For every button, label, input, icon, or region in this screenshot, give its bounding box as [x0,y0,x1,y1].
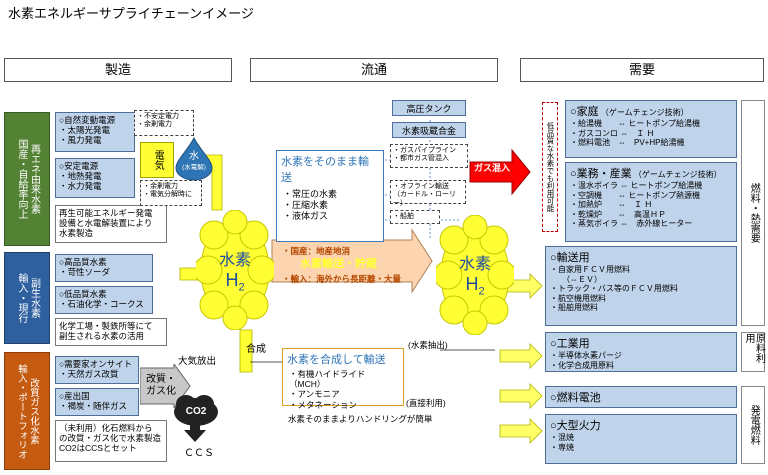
handling-note: 水素そのままよりハンドリングが簡単 [288,414,433,424]
storage-highlight: 水素輸送・貯蔵 [300,258,377,270]
electricity-label: 電気 [152,150,164,170]
industry-items: ・半導体水素パージ ・化学合成用原料 [550,351,622,370]
header-demand: 需要 [520,58,764,82]
byproduct-note: 化学工場・製鉄所等にて 副生される水素の活用 [55,318,167,346]
direct-transport-items: ・常圧の水素 ・圧縮水素 ・液体ガス [283,189,338,221]
side-fuel-heat-text: 燃料・熱需要 [748,183,760,243]
gas-mix-label: ガス混入 [474,163,511,173]
electrolysis-label: (水電解) [182,164,206,171]
demand-industry-box: ○工業用 ・半導体水素パージ ・化学合成用原料 [545,332,737,372]
thermal-title: ○大型火力 [550,420,601,432]
hydrogen-left: 水素 H2 [202,246,268,294]
side-raw-text: 原料利用 [743,333,765,363]
hydrogen-left-sub: 2 [238,281,245,294]
distribution-arrow [271,228,433,294]
fossil-onsite-box: ○需要家オンサイト ・天然ガス改質 [55,356,139,384]
domestic-label: ・国産：地産地消 [282,246,351,256]
label-renewable-main: 再エネ由来水素 [28,144,40,214]
synth-transport-items: ・有機ハイドライド（MCH） ・アンモニア ・メタネーション [289,369,366,410]
hydrogen-right: 水素 H2 [442,250,508,298]
hydrogen-right-word: 水素 [458,256,491,273]
reform-label: 改質・ ガス化 [146,374,176,397]
water-drop-icon [175,136,213,181]
fuelcell-title: ○燃料電池 [550,392,601,404]
synthesis-label: 合成 [246,344,266,355]
fossil-note: （未利用）化石燃料から の改質・ガス化で水素製造 CO2はCCSとセット [55,420,167,462]
home-sub: （ゲームチェンジ技術） [600,108,689,117]
biz-items: ・温水ボイラ ⇔ ヒートポンプ給湯機 ・空調機 ⇔ ヒートポンプ熱源機 ・加熱炉… [570,181,703,229]
label-byproduct-main: 副生水素 [28,278,40,318]
ccs-label: ＣＣＳ [184,448,214,459]
label-fossil-main: 改質ガス化水素 [27,377,39,445]
demand-thermal-box: ○大型火力 ・混焼 ・専焼 [545,414,737,464]
unstable-power-note: ・不安定電力 ・余剰電力 [134,110,194,136]
side-fuel-heat: 燃料・熱需要 [741,100,765,326]
synth-transport-box: 水素を合成して輸送 ・有機ハイドライド（MCH） ・アンモニア ・メタネーション [282,348,404,410]
label-renewable: 国産・自給率向上 再エネ由来水素 [4,112,50,246]
hydrogen-cloud-right-icon [436,215,514,335]
import-label: ・輸入：海外から長距離・大量 [282,274,402,284]
label-fossil: 輸入・ポートフォリオ 改質ガス化水素 [4,352,50,470]
biz-title: ○業務・産業 [570,168,632,180]
fossil-origin-box: ○産出国 ・褐炭・随伴ガス [55,388,139,416]
biz-sub: （ゲームチェンジ技術） [633,170,722,179]
renew-stable-box: ○安定電源 ・地熱発電 ・水力発電 [55,158,135,198]
label-byproduct: 輸入・現行 副生水素 [4,252,50,344]
low-quality-text: 低品質な水素でも利用可能 [545,122,555,212]
demand-fuelcell-box: ○燃料電池 [545,386,737,408]
pipeline-note: ・ガスパイプライン ・都市ガス管混入 [390,144,468,168]
gas-mix-arrow [469,148,531,196]
demand-business-box: ○業務・産業 （ゲームチェンジ技術） ・温水ボイラ ⇔ ヒートポンプ給湯機 ・空… [565,162,737,242]
hydrogen-left-word: 水素 [218,252,251,269]
demand-home-box: ○家庭 （ゲームチェンジ技術） ・給湯機 ⇔ ヒートポンプ給湯機 ・ガスコンロ … [565,100,737,158]
water-label: 水 [189,151,199,162]
hydrogen-right-sub: 2 [478,285,485,298]
label-renewable-sub: 国産・自給率向上 [16,139,27,219]
transport-title: ○輸送用 [550,252,590,264]
side-power-text: 発電燃料 [748,405,760,445]
label-byproduct-sub: 輸入・現行 [16,273,27,323]
header-distribution: 流通 [250,58,498,82]
direct-use-label: (直接利用) [406,398,446,408]
hydrogen-left-formula: H [225,270,239,290]
ship-note: ・船舶 [390,210,440,224]
extract-label: (水素抽出) [408,340,448,350]
direct-transport-box: 水素をそのまま輸送 ・常圧の水素 ・圧縮水素 ・液体ガス [276,150,384,242]
side-power: 発電燃料 [741,386,765,464]
home-items: ・給湯機 ⇔ ヒートポンプ給湯機 ・ガスコンロ ⇔ Ｉ Ｈ ・燃料電池 ⇔ PV… [570,119,700,148]
byproduct-low-box: ○低品質水素 ・石油化学・コークス [55,286,153,314]
demand-transport-box: ○輸送用 ・自家用ＦＣＶ用燃料 （⇔ＥＶ） ・トラック・バス等のＦＣＶ用燃料 ・… [545,246,737,326]
header-production: 製造 [4,58,232,82]
low-quality-note: 低品質な水素でも利用可能 [542,102,558,232]
co2-cloud-icon [174,395,218,426]
co2-label: CO2 [185,406,207,417]
renew-variable-box: ○自然変動電源 ・太陽光発電 ・風力発電 [55,112,135,152]
side-raw: 原料利用 [741,332,765,372]
thermal-items: ・混焼 ・専焼 [550,433,574,452]
electricity-box: 電気 [140,142,174,178]
direct-transport-title: 水素をそのまま輸送 [281,156,369,184]
surplus-power-note: ・余剰電力 ・電気分解時に [140,180,202,206]
offline-note: ・オフライン輸送 （カードル・ローリー） [390,180,466,207]
alloy-box: 水素吸蔵合金 [392,122,466,138]
hydrogen-cloud-left-icon [196,210,274,330]
tank-box: 高圧タンク [392,100,466,116]
hydrogen-right-formula: H [465,274,479,294]
atm-release-label: 大気放出 [178,356,217,367]
renew-note: 再生可能エネルギー発電 設備と水電解装置により 水素製造 [55,205,167,243]
byproduct-high-box: ○高品質水素 ・苛性ソーダ [55,254,153,282]
industry-title: ○工業用 [550,338,590,350]
transport-items: ・自家用ＦＣＶ用燃料 （⇔ＥＶ） ・トラック・バス等のＦＣＶ用燃料 ・航空機用燃… [550,265,678,313]
page-title: 水素エネルギーサプライチェーンイメージ [8,6,254,21]
label-fossil-sub: 輸入・ポートフォリオ [16,363,27,459]
home-title: ○家庭 [570,106,599,118]
synth-transport-title: 水素を合成して輸送 [287,354,386,366]
